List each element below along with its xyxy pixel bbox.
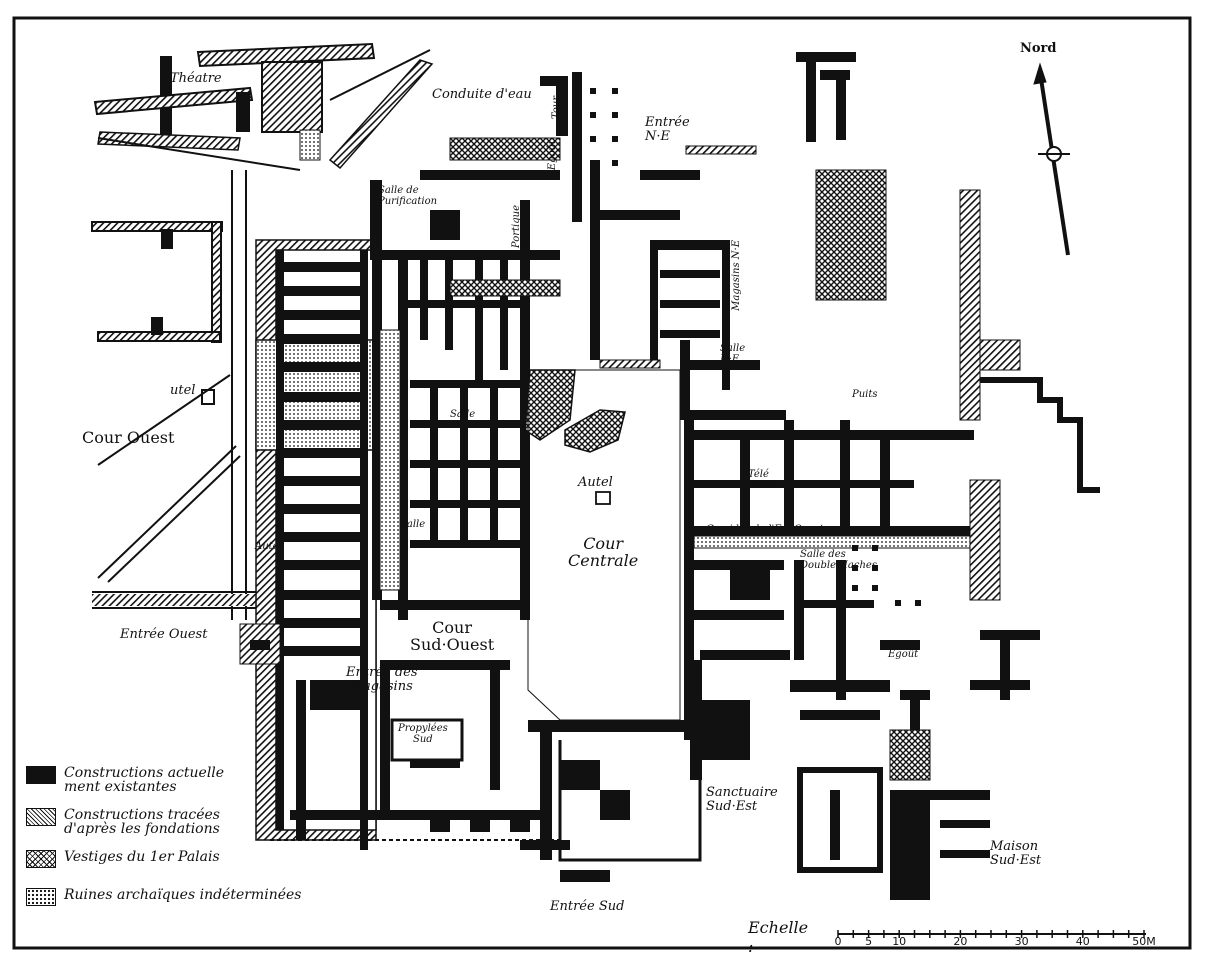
label-cour-sud-ouest: Cour Sud·Ouest xyxy=(410,618,495,654)
scale-tick-label: 10 xyxy=(892,935,907,948)
label-entree-magasins: Entrée des magasins xyxy=(346,665,418,694)
label-utel: utel xyxy=(170,383,196,398)
label-maison-sud-est: Maison Sud·Est xyxy=(990,839,1042,868)
legend-swatch-hatch xyxy=(26,808,56,826)
label-salle-purification: Salle de Purification xyxy=(378,185,438,207)
scale-tick-label: 0 xyxy=(834,935,842,948)
north-tower xyxy=(540,72,582,222)
central-altar xyxy=(595,491,611,505)
label-autel-west: Autel xyxy=(255,541,282,552)
scale-tick-label: 30 xyxy=(1014,935,1029,948)
ne-house xyxy=(796,52,856,142)
legend-text: Constructions tracées d'après les fondat… xyxy=(64,807,220,837)
north-arrow xyxy=(1033,62,1070,256)
north-dotted-grid xyxy=(590,88,618,166)
magazine-walls xyxy=(276,250,382,850)
legend-text: Constructions actuelle ment existantes xyxy=(64,765,225,795)
first-palace-remains-top xyxy=(449,279,561,297)
scale-tick-label: 20 xyxy=(953,935,968,948)
label-entree-ouest: Entrée Ouest xyxy=(120,627,208,642)
label-magasins-ne: Magasins N·E xyxy=(731,240,742,311)
label-entree-sud: Entrée Sud xyxy=(550,899,625,914)
legend-swatch-dots xyxy=(26,888,56,906)
legend-swatch-solid xyxy=(26,766,56,784)
label-salle-haches: Salle des Double Haches xyxy=(800,549,877,571)
label-egout-north: Egoût xyxy=(547,140,558,171)
label-corridor: Corridor de l'Est·Ouest xyxy=(706,524,824,535)
label-conduite: Conduite d'eau xyxy=(432,87,532,102)
legend-item-first-palace: Vestiges du 1er Palais xyxy=(26,850,220,868)
label-tele-drain: Télé drain xyxy=(748,469,775,491)
label-portique: Portique N·E xyxy=(511,205,533,249)
label-entree-ne: Entrée N·E xyxy=(645,115,690,144)
legend-text: Vestiges du 1er Palais xyxy=(64,849,220,865)
south-area xyxy=(520,660,750,882)
east-stepped-wall xyxy=(980,377,1100,493)
scale-tick-label: 40 xyxy=(1075,935,1090,948)
label-salle-west: Salle xyxy=(450,409,476,420)
west-building xyxy=(91,221,223,343)
south-outline xyxy=(558,740,702,862)
label-sanctuaire: Sanctuaire Sud·Est xyxy=(706,785,778,814)
label-theatre: Théatre xyxy=(170,71,222,86)
label-cour-centrale: Cour Centrale xyxy=(568,534,639,570)
theatre-area xyxy=(93,42,434,171)
map-frame xyxy=(12,16,1192,950)
corridor xyxy=(693,535,975,549)
ne-magazines xyxy=(590,160,786,420)
scale-ruler xyxy=(837,930,1146,938)
east-wing xyxy=(684,420,974,740)
legend-swatch-cross xyxy=(26,850,56,868)
label-nord: Nord xyxy=(1020,41,1057,56)
label-cour-ouest: Cour Ouest xyxy=(82,428,175,447)
label-propylees: Propylées Sud xyxy=(398,723,448,745)
southwest-court xyxy=(290,660,550,832)
label-egout-south: Egoût xyxy=(888,649,919,660)
legend-item-foundations: Constructions tracées d'après les fondat… xyxy=(26,808,220,836)
label-salle-ne: Salle N·E xyxy=(720,343,746,365)
legend-item-archaic: Ruines archaïques indéterminées xyxy=(26,888,301,906)
legend-text: Ruines archaïques indéterminées xyxy=(64,887,302,903)
southeast-house xyxy=(890,630,1040,900)
label-tour: Tour xyxy=(551,96,562,120)
scale-tick-label: 50M xyxy=(1132,935,1156,948)
label-salle-2: Salle xyxy=(400,519,426,530)
scale-title: Echelle : xyxy=(748,918,809,956)
label-autel-central: Autel xyxy=(578,475,613,490)
label-puits: Puits xyxy=(852,389,878,400)
west-block xyxy=(370,170,560,620)
legend-item-existing: Constructions actuelle ment existantes xyxy=(26,766,224,794)
scale-tick-label: 5 xyxy=(865,935,873,948)
